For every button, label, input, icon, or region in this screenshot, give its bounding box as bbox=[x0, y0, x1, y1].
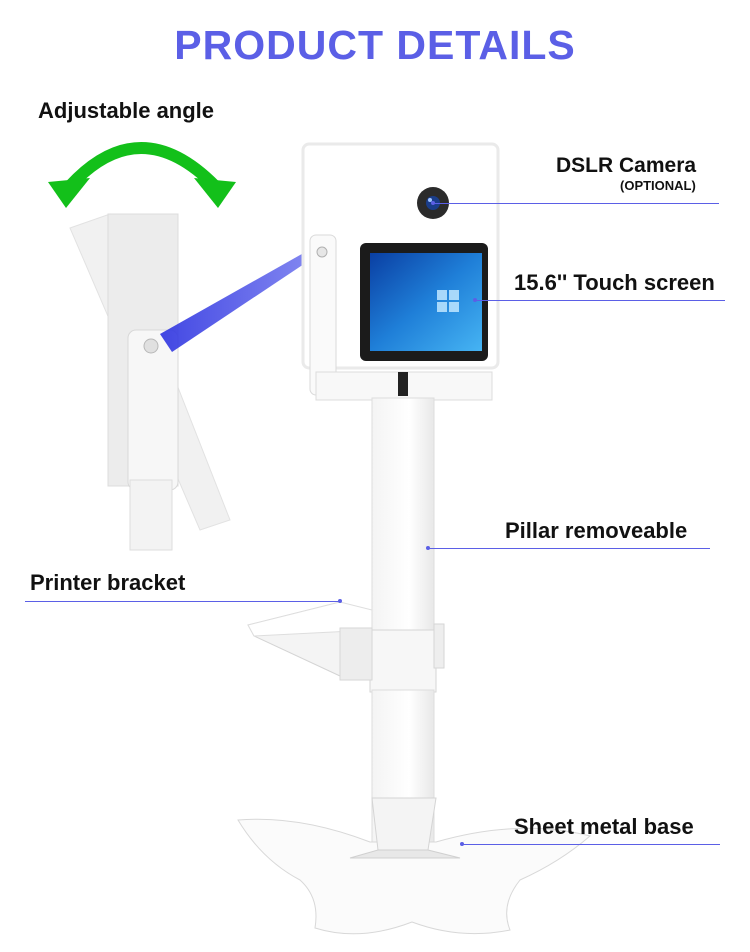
dslr-camera-label: DSLR Camera bbox=[556, 154, 697, 177]
dslr-leader-line bbox=[433, 203, 719, 204]
adjustable-angle-label: Adjustable angle bbox=[38, 98, 215, 123]
printer-bracket-leader-line bbox=[25, 601, 341, 602]
base-label: Sheet metal base bbox=[514, 814, 694, 839]
touch-screen-label: 15.6'' Touch screen bbox=[514, 270, 715, 295]
touch-screen-leader-line bbox=[475, 300, 725, 301]
callout-beam bbox=[160, 246, 322, 352]
pillar-label: Pillar removeable bbox=[505, 518, 688, 543]
base-leader-line bbox=[462, 844, 720, 845]
dslr-optional-label: (OPTIONAL) bbox=[620, 178, 696, 193]
angle-arrow-icon bbox=[48, 142, 236, 208]
pillar bbox=[369, 397, 437, 851]
page-title: PRODUCT DETAILS bbox=[174, 22, 576, 68]
windows-logo-icon bbox=[437, 290, 459, 312]
angle-detail-inset bbox=[69, 213, 231, 551]
sheet-metal-base bbox=[237, 797, 592, 935]
printer-bracket-label: Printer bracket bbox=[30, 570, 186, 595]
pillar-leader-line bbox=[428, 548, 710, 549]
booth-head bbox=[301, 142, 500, 401]
printer-bracket bbox=[247, 601, 445, 681]
